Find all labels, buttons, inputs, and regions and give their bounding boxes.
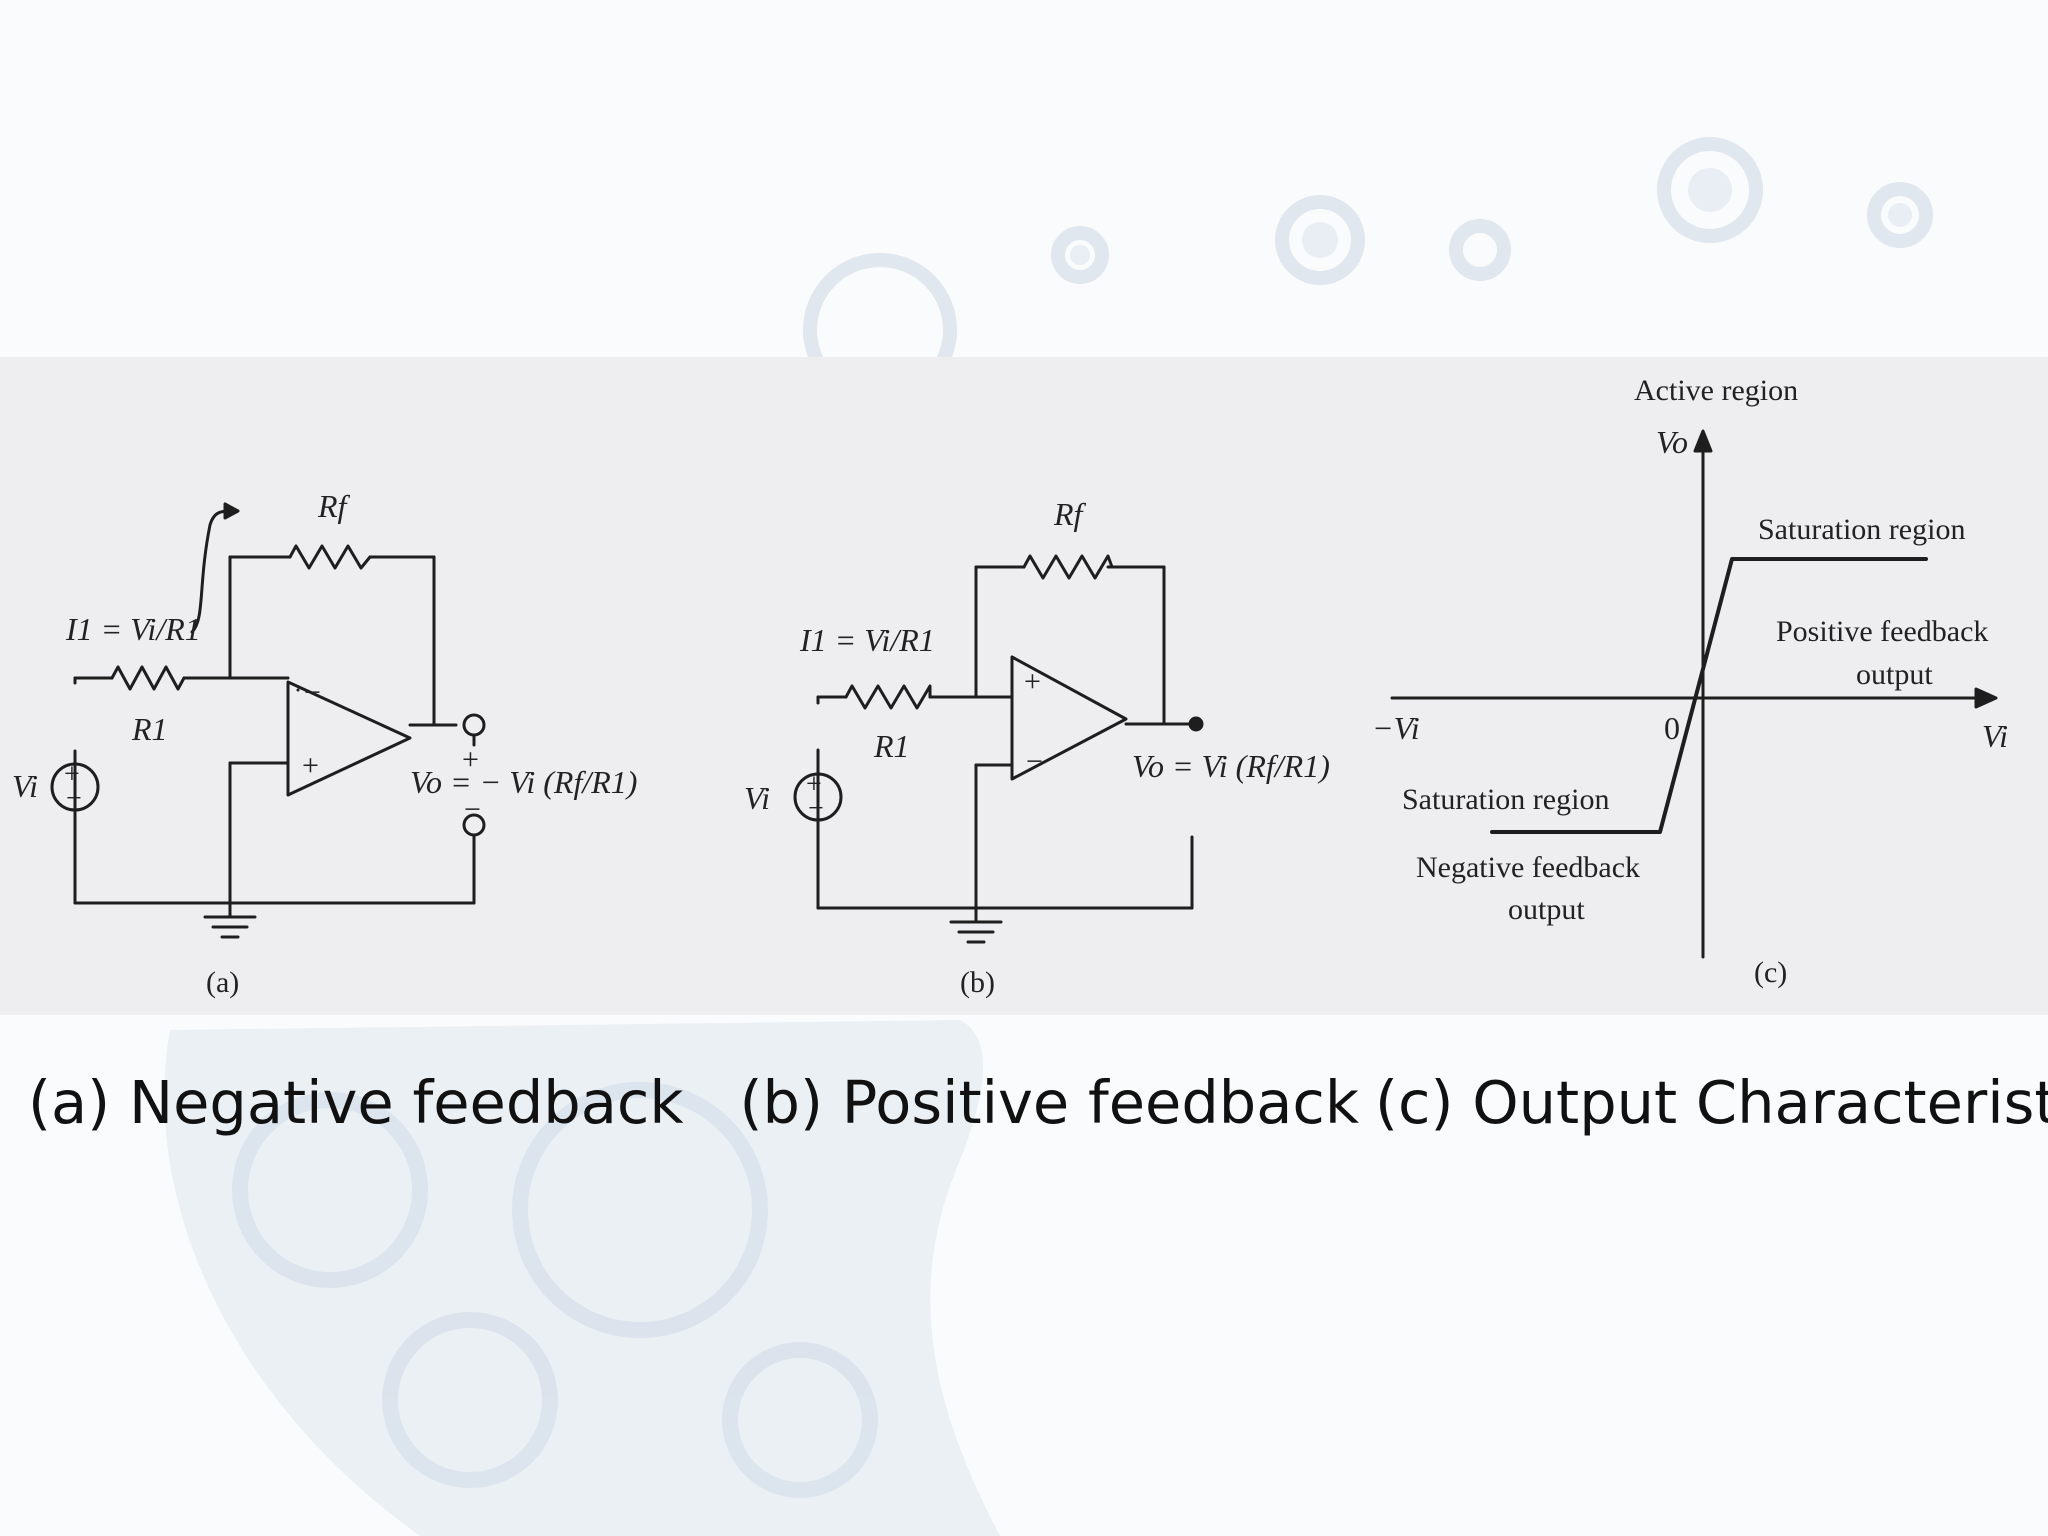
diagram-c-neg-vi-label: −Vi bbox=[1372, 710, 1420, 746]
diagram-b-rf-resistor bbox=[1022, 554, 1114, 580]
diagram-a-ground-symbol bbox=[203, 915, 257, 939]
diagram-a-output-plus: + bbox=[462, 743, 479, 776]
diagram-b-vi-label: Vi bbox=[744, 780, 770, 816]
diagram-a-rf-resistor bbox=[288, 544, 372, 570]
diagram-c-positive-feedback-line1: Positive feedback bbox=[1776, 615, 1988, 648]
diagram-b-rf-label: Rf bbox=[1053, 496, 1087, 532]
slide-caption: (a) Negative feedback (b) Positive feedba… bbox=[28, 1068, 2048, 1137]
caption-negative-feedback: (a) Negative feedback bbox=[28, 1068, 684, 1137]
diagram-a-vi-source bbox=[50, 762, 100, 812]
diagram-a-output-terminal-top bbox=[462, 713, 486, 737]
caption-output-characteristics: (c) Output Characteristics bbox=[1375, 1068, 2048, 1137]
diagram-a-current-arrow bbox=[190, 509, 234, 634]
diagram-c-saturation-upper-label: Saturation region bbox=[1758, 513, 1965, 546]
diagram-c-y-axis-arrow bbox=[1693, 429, 1713, 453]
diagram-a-source-plus: + bbox=[64, 759, 80, 790]
diagram-c-origin-label: 0 bbox=[1664, 710, 1680, 746]
diagram-a-output-minus: − bbox=[464, 793, 481, 826]
diagram-b-opamp-plus: + bbox=[1024, 665, 1041, 698]
diagram-c-axes bbox=[1390, 441, 1990, 959]
diagram-c-x-axis-label: Vi bbox=[1982, 718, 2008, 754]
diagram-a-output-terminal-bottom bbox=[462, 813, 486, 837]
diagram-a-opamp-plus: + bbox=[302, 749, 319, 782]
diagram-a-panel-label: (a) bbox=[206, 966, 239, 999]
diagram-c-x-axis-arrow bbox=[1974, 687, 1998, 709]
diagram-b-vi-source bbox=[793, 772, 843, 822]
diagram-b-vo-equation: Vo = Vi (Rf/R1) bbox=[1132, 748, 1330, 784]
diagram-b-opamp bbox=[1010, 655, 1128, 781]
diagram-c-panel-label: (c) bbox=[1754, 956, 1787, 989]
diagram-b-i1-label: I1 = Vi/R1 bbox=[799, 622, 935, 658]
diagram-c-transfer-curve bbox=[1490, 557, 1928, 834]
diagram-a-i1-label: I1 = Vi/R1 bbox=[65, 611, 201, 647]
diagram-a-vi-label: Vi bbox=[12, 768, 38, 804]
diagram-b-wires bbox=[816, 565, 1196, 924]
diagram-b-opamp-minus: − bbox=[1026, 745, 1043, 778]
diagram-a-opamp bbox=[286, 680, 412, 797]
diagram-b-r1-resistor bbox=[844, 684, 932, 710]
diagram-b-source-plus: + bbox=[806, 769, 822, 800]
diagram-a-opamp-minus: − bbox=[304, 676, 321, 709]
figure-strip: Rf I1 = Vi/R1 R1 Vi + − − + + Vo = − Vi … bbox=[0, 357, 2048, 1015]
diagram-b-panel-label: (b) bbox=[960, 966, 995, 999]
diagram-c-positive-feedback-line2: output bbox=[1856, 658, 1933, 691]
caption-positive-feedback: (b) Positive feedback bbox=[739, 1068, 1359, 1137]
diagram-a-r1-resistor bbox=[110, 665, 186, 691]
diagram-c-active-region-label: Active region bbox=[1634, 374, 1798, 407]
circuit-figure: Rf I1 = Vi/R1 R1 Vi + − − + + Vo = − Vi … bbox=[12, 374, 2008, 999]
diagram-c-negative-feedback-line2: output bbox=[1508, 893, 1585, 926]
diagram-b-ground-symbol bbox=[949, 920, 1003, 944]
diagram-a-rf-label: Rf bbox=[317, 488, 351, 524]
diagram-a-wires bbox=[73, 555, 476, 919]
diagram-c-negative-feedback-line1: Negative feedback bbox=[1416, 851, 1640, 884]
diagram-b-output-node bbox=[1188, 716, 1204, 732]
diagram-b-source-minus: − bbox=[808, 793, 824, 824]
diagram-c-saturation-lower-label: Saturation region bbox=[1402, 783, 1609, 816]
diagram-c-y-axis-label: Vo bbox=[1656, 424, 1688, 460]
diagram-a-vo-equation: Vo = − Vi (Rf/R1) bbox=[410, 764, 637, 800]
diagram-a-r1-label: R1 bbox=[131, 711, 168, 747]
diagram-a-source-minus: − bbox=[66, 783, 82, 814]
diagram-b-r1-label: R1 bbox=[873, 728, 910, 764]
